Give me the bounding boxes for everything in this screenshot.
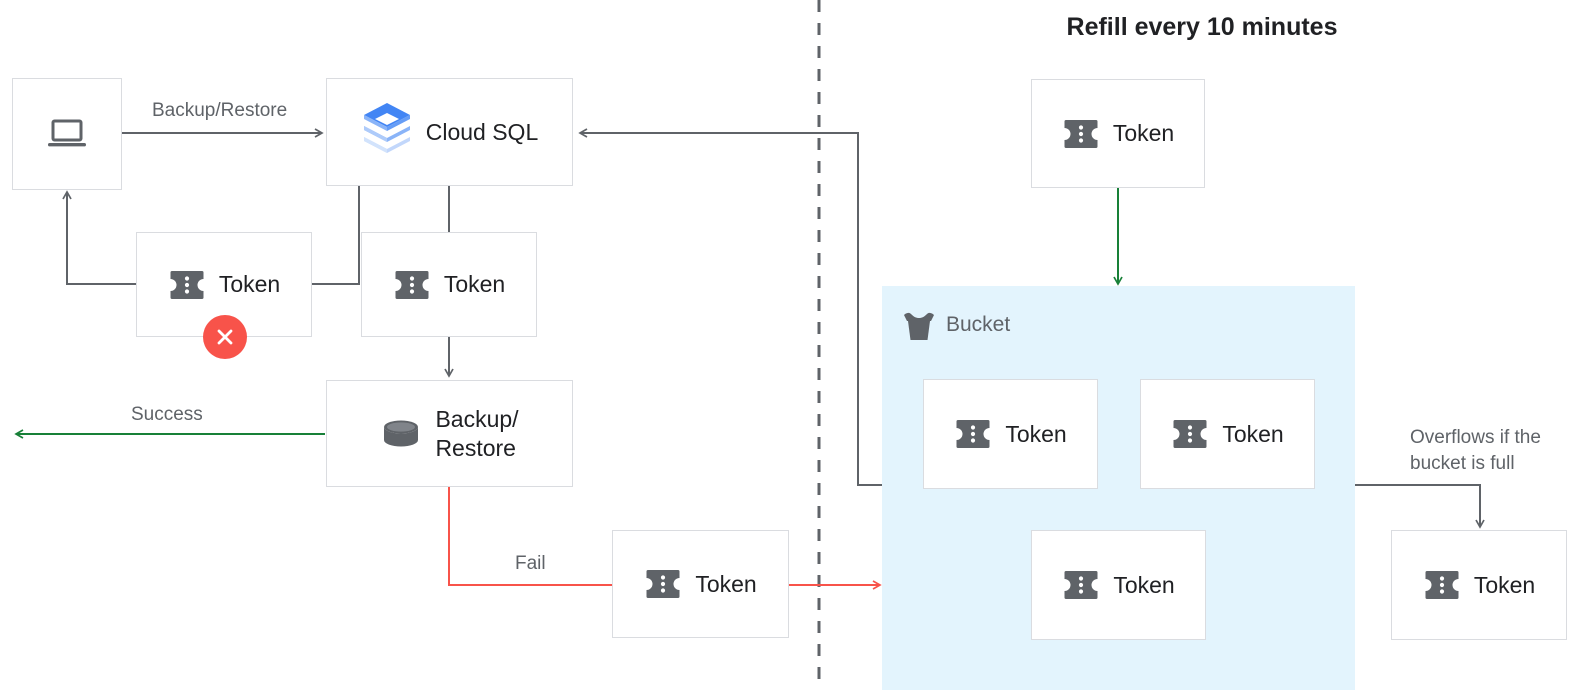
token-icon	[395, 270, 429, 299]
node-token-fail-out-label: Token	[695, 570, 757, 597]
node-token-consumed[interactable]: Token	[361, 232, 537, 337]
node-token-bucket-1-label: Token	[1005, 420, 1067, 447]
node-token-overflow[interactable]: Token	[1391, 530, 1567, 640]
node-token-bucket-3-label: Token	[1113, 571, 1175, 598]
node-cloud-sql-label: Cloud SQL	[425, 118, 539, 145]
node-token-bucket-2[interactable]: Token	[1140, 379, 1315, 489]
token-icon	[170, 270, 204, 299]
node-token-bucket-2-label: Token	[1222, 420, 1284, 447]
edge-label-overflow: Overflows if the bucket is full	[1410, 427, 1541, 474]
node-client[interactable]	[12, 78, 122, 190]
node-backup-restore[interactable]: Backup/ Restore	[326, 380, 573, 487]
edge-bucket-to-cloudsql	[578, 128, 882, 486]
node-cloud-sql[interactable]: Cloud SQL	[326, 78, 573, 186]
bucket-title: Bucket	[946, 313, 1011, 336]
bucket-icon	[904, 312, 934, 340]
edge-label-success: Success	[131, 404, 203, 425]
edge-label-fail: Fail	[515, 553, 546, 574]
node-token-refill[interactable]: Token	[1031, 79, 1205, 188]
close-icon	[217, 329, 233, 345]
node-token-consumed-label: Token	[443, 271, 506, 298]
node-token-overflow-label: Token	[1473, 571, 1536, 598]
node-backup-restore-label: Backup/ Restore	[435, 406, 519, 461]
edge-label-backup-restore: Backup/Restore	[152, 100, 288, 121]
token-icon	[956, 420, 990, 448]
cloud-sql-icon	[363, 103, 410, 153]
edge-token-failed-to-client	[62, 190, 136, 285]
token-icon	[1064, 571, 1098, 599]
error-x-icon	[203, 315, 247, 359]
node-token-fail-out[interactable]: Token	[612, 530, 789, 638]
token-icon	[1425, 571, 1459, 599]
page-title: Refill every 10 minutes	[1066, 13, 1338, 41]
token-icon	[1064, 119, 1098, 148]
edge-cloudsql-to-token-failed	[312, 186, 360, 285]
bucket-header: Bucket	[902, 309, 1010, 341]
node-token-failed-label: Token	[218, 271, 281, 298]
edge-bucket-overflow-to-token	[1355, 484, 1485, 529]
database-icon	[384, 420, 419, 446]
node-token-bucket-1[interactable]: Token	[923, 379, 1098, 489]
token-icon	[646, 570, 680, 598]
laptop-icon	[48, 119, 86, 147]
token-icon	[1173, 420, 1207, 448]
node-token-refill-label: Token	[1112, 120, 1175, 147]
node-token-bucket-3[interactable]: Token	[1031, 530, 1206, 640]
